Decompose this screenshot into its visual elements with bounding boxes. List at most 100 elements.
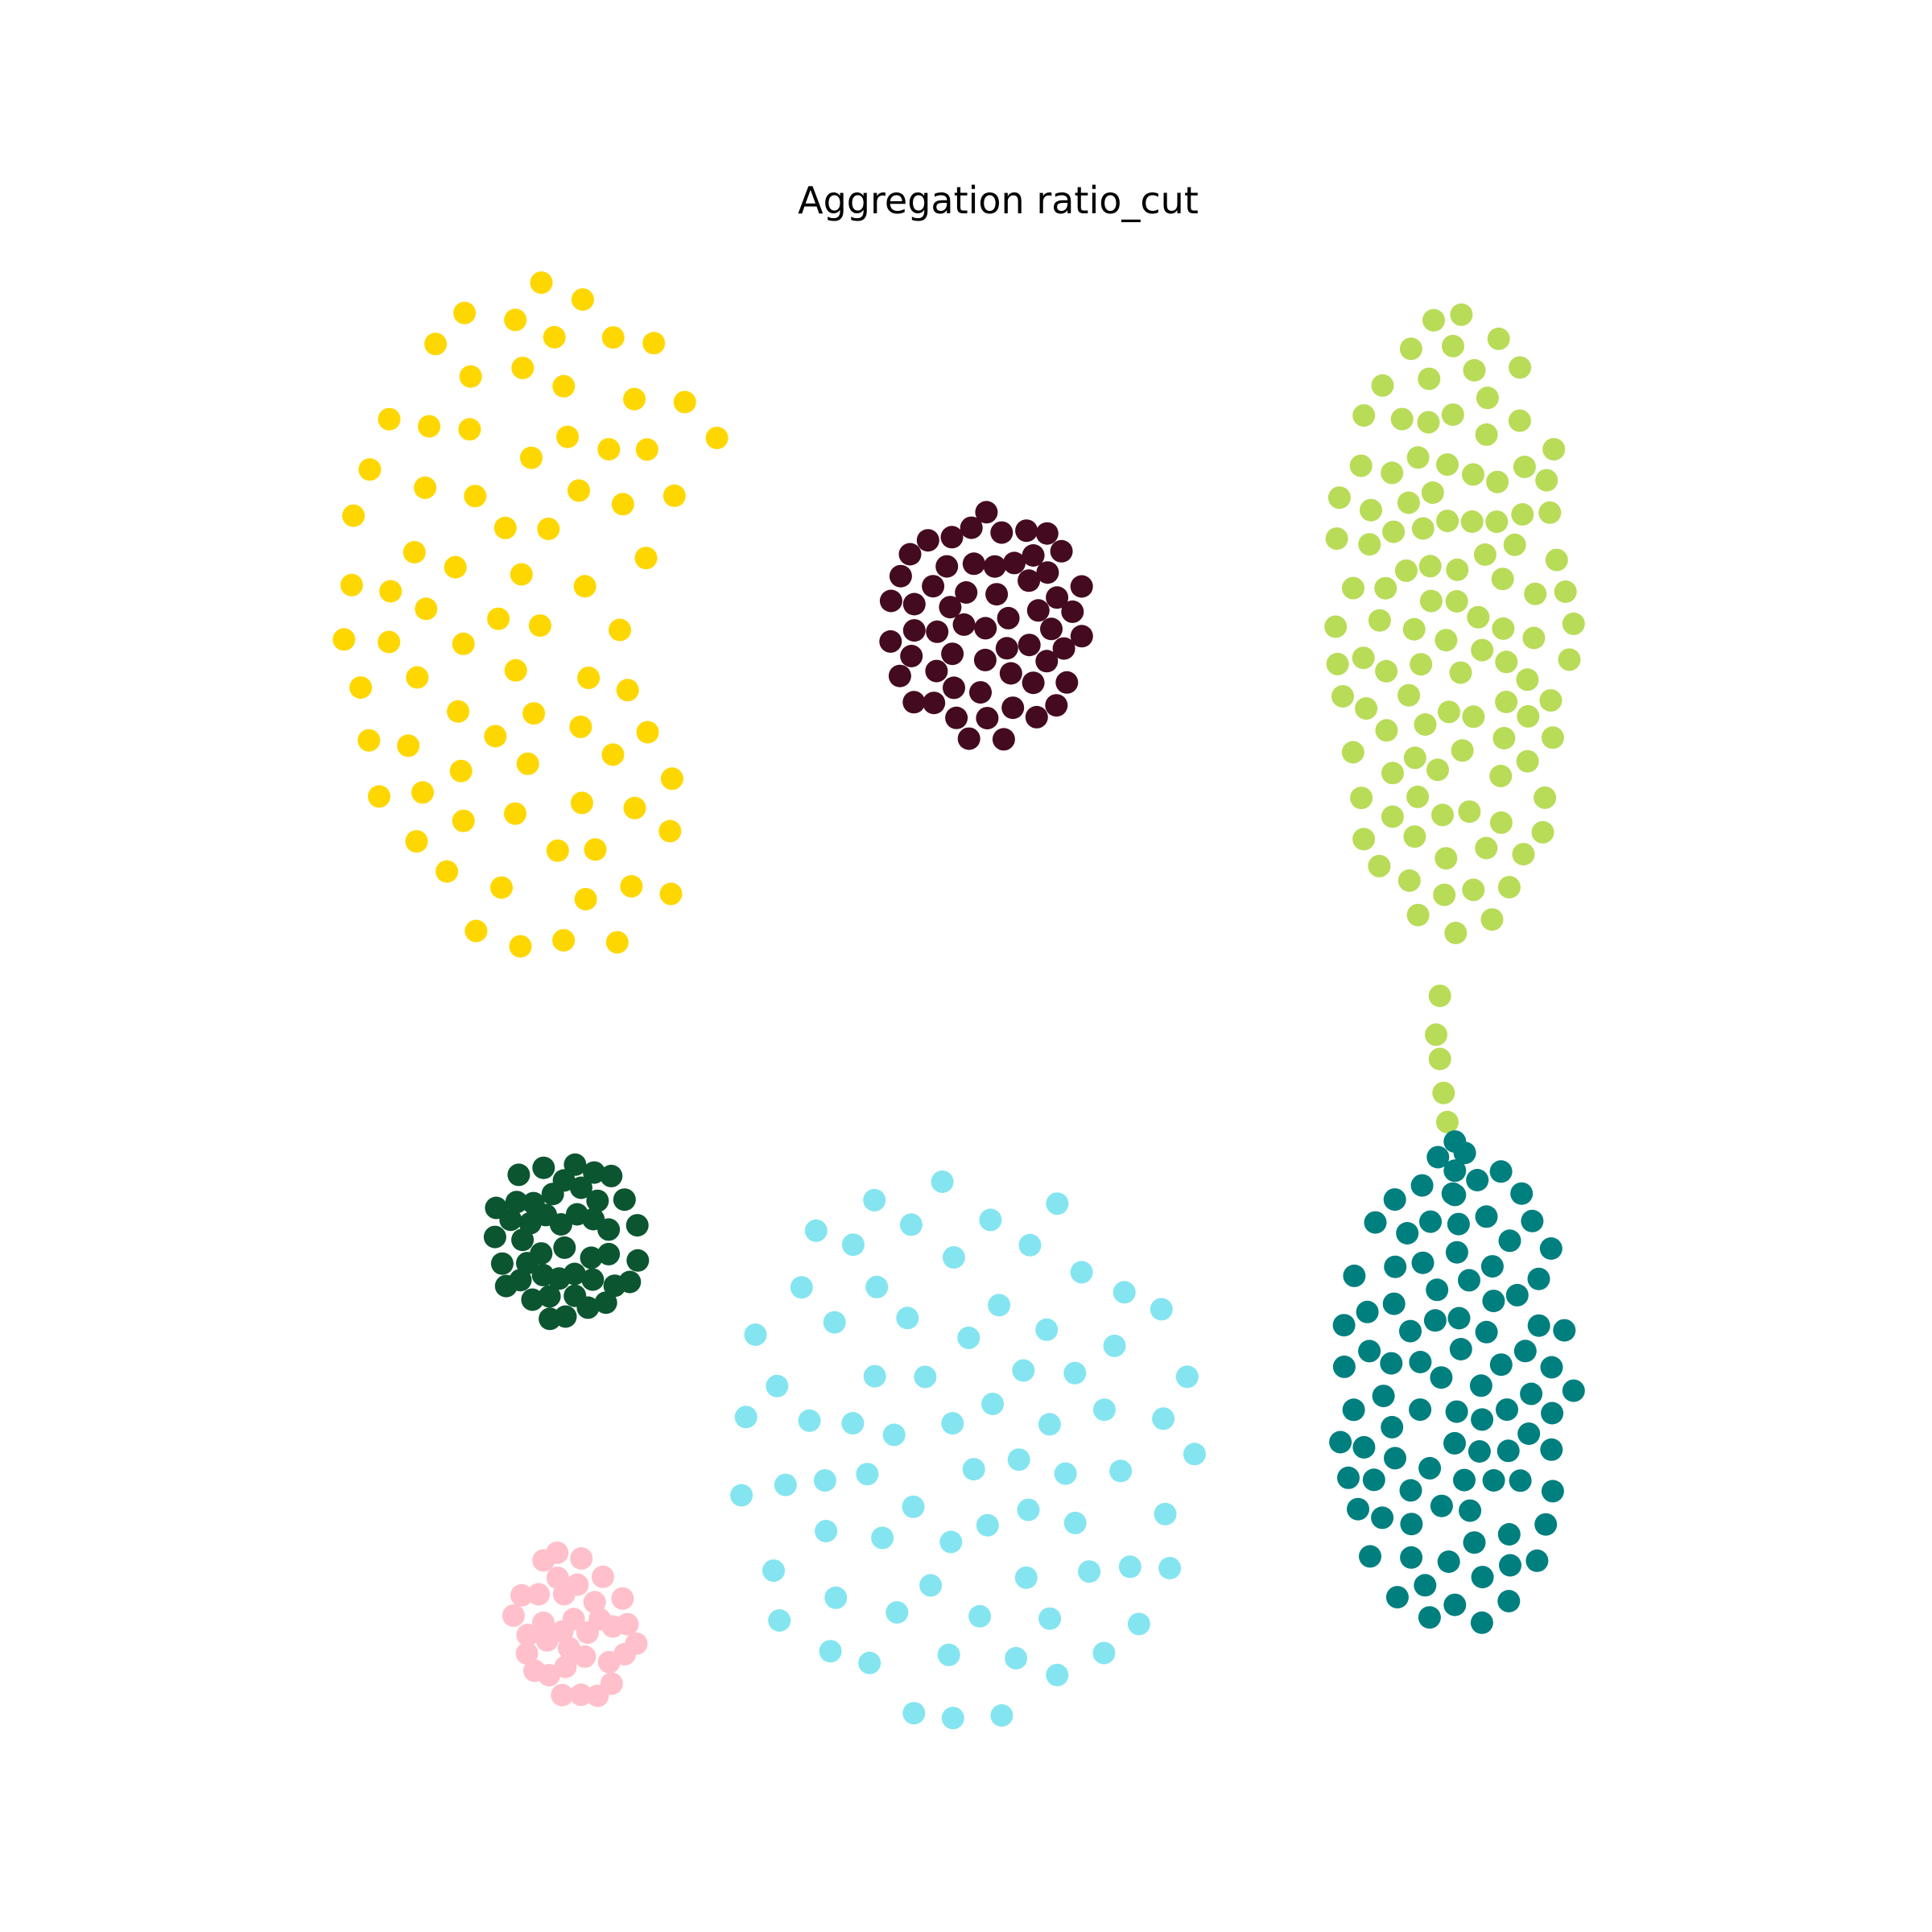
data-point	[1492, 617, 1515, 640]
data-point	[1451, 739, 1474, 762]
data-point	[1418, 1456, 1442, 1480]
data-point	[902, 619, 926, 642]
data-point	[1046, 1192, 1069, 1216]
data-point	[1524, 582, 1547, 605]
data-point	[813, 1469, 836, 1492]
data-point	[1396, 1222, 1419, 1245]
data-point	[553, 1236, 576, 1259]
data-point	[1542, 438, 1566, 461]
data-point	[1014, 1566, 1038, 1589]
data-point	[502, 1604, 525, 1627]
data-point	[1489, 1353, 1513, 1377]
data-point	[1403, 746, 1426, 770]
data-point	[505, 1191, 528, 1214]
data-point	[1476, 386, 1499, 410]
data-point	[1092, 1398, 1116, 1422]
data-point	[1368, 609, 1391, 632]
data-point	[340, 573, 363, 597]
data-point	[1491, 568, 1514, 591]
data-point	[1397, 869, 1421, 892]
data-point	[1462, 463, 1484, 486]
data-point	[1035, 650, 1059, 673]
data-point	[1492, 727, 1516, 749]
data-point	[1471, 1408, 1494, 1431]
data-point	[1513, 456, 1536, 478]
data-point	[1540, 1356, 1563, 1379]
data-point	[1430, 1366, 1453, 1389]
data-point	[1368, 854, 1391, 877]
data-point	[635, 438, 658, 461]
data-point	[484, 724, 507, 748]
data-point	[597, 1242, 621, 1265]
data-point	[459, 365, 482, 388]
data-point	[1471, 1566, 1494, 1589]
data-point	[532, 1156, 555, 1179]
data-point	[1327, 486, 1351, 510]
data-point	[1045, 694, 1068, 717]
data-point	[490, 876, 513, 899]
data-point	[1473, 543, 1496, 566]
data-point	[1480, 1255, 1504, 1278]
data-point	[663, 484, 686, 507]
data-point	[464, 485, 487, 508]
data-point	[1103, 1334, 1126, 1357]
data-point	[562, 1608, 585, 1631]
data-point	[609, 618, 631, 642]
data-point	[995, 637, 1018, 660]
data-point	[1040, 617, 1063, 641]
data-point	[570, 791, 593, 815]
data-point	[1486, 470, 1509, 493]
data-point	[1158, 1557, 1182, 1579]
data-point	[1397, 683, 1421, 707]
data-point	[990, 1704, 1013, 1727]
data-point	[563, 1262, 586, 1286]
data-point	[1109, 1459, 1133, 1483]
data-point	[531, 1263, 555, 1286]
data-point	[349, 676, 373, 700]
data-point	[976, 707, 999, 730]
data-point	[935, 555, 959, 578]
data-point	[509, 935, 532, 958]
data-point	[538, 1285, 561, 1308]
data-point	[1078, 1560, 1101, 1583]
data-point	[1337, 1466, 1360, 1489]
data-point	[436, 860, 459, 883]
data-point	[1329, 1430, 1352, 1454]
data-point	[841, 1412, 865, 1435]
data-point	[1453, 1468, 1476, 1492]
data-point	[985, 583, 1009, 606]
data-point	[1540, 1438, 1563, 1461]
data-point	[1012, 1359, 1035, 1382]
data-point	[499, 1208, 522, 1232]
data-point	[968, 1604, 992, 1628]
data-point	[923, 691, 946, 715]
data-point	[584, 838, 607, 861]
data-point	[1359, 1545, 1381, 1568]
data-point	[941, 1412, 964, 1435]
data-point	[1063, 1361, 1087, 1385]
data-point	[1326, 652, 1349, 675]
data-point	[1418, 555, 1442, 578]
data-point	[856, 1463, 879, 1486]
data-point	[902, 592, 926, 616]
data-point	[1466, 1169, 1489, 1191]
data-point	[1183, 1443, 1206, 1466]
data-point	[1512, 843, 1535, 866]
data-point	[981, 1393, 1005, 1415]
data-point	[626, 1249, 650, 1272]
data-point	[1438, 700, 1460, 724]
data-point	[1356, 1300, 1379, 1323]
data-point	[865, 1275, 889, 1298]
data-point	[1349, 454, 1373, 477]
data-point	[1050, 539, 1073, 563]
data-point	[1150, 1298, 1173, 1321]
data-point	[1384, 1447, 1406, 1470]
data-point	[1499, 1554, 1521, 1577]
data-point	[1433, 883, 1456, 906]
data-point	[636, 720, 659, 744]
data-point	[1022, 671, 1045, 695]
data-point	[979, 1208, 1002, 1232]
data-point	[1510, 1182, 1534, 1205]
data-point	[570, 1547, 593, 1570]
data-point	[900, 645, 923, 667]
